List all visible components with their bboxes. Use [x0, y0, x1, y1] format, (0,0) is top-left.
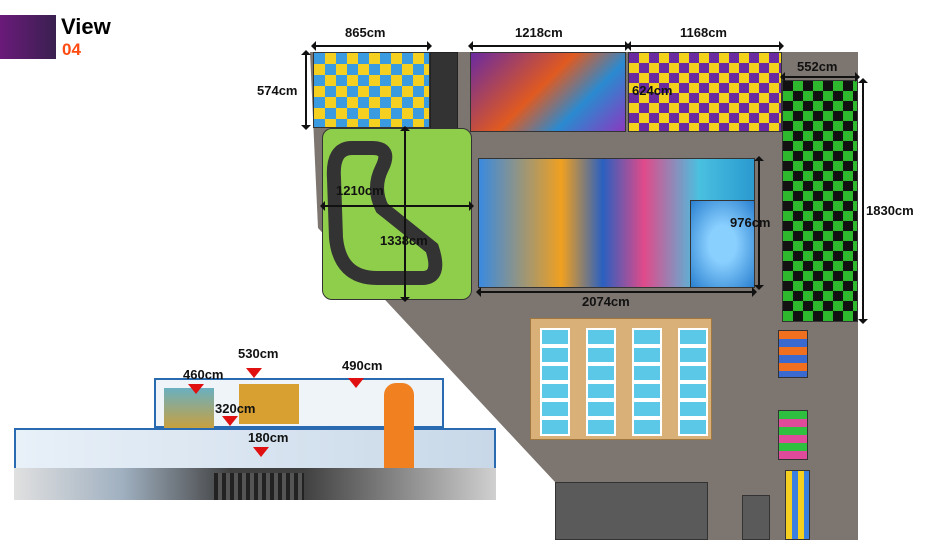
dim-top-left-height: 574cm — [257, 83, 298, 98]
dim-right-zone-width: 552cm — [797, 59, 838, 74]
elevation-view — [14, 378, 496, 500]
height-marker-490 — [348, 378, 364, 388]
dim-line-top-right — [626, 41, 784, 51]
height-530: 530cm — [238, 346, 279, 361]
dim-track-height: 1338cm — [380, 233, 428, 248]
view-title: View — [61, 14, 111, 39]
dim-line-track-height — [400, 126, 410, 302]
bench-green — [778, 410, 808, 460]
zone-ninja-course — [782, 80, 858, 322]
storage-block — [555, 482, 708, 540]
table — [678, 346, 708, 364]
dim-track-width: 1210cm — [336, 183, 384, 198]
dim-line-main-height — [754, 156, 764, 290]
height-320: 320cm — [215, 401, 256, 416]
table — [540, 346, 570, 364]
height-marker-320 — [222, 416, 238, 426]
view-number: 04 — [62, 40, 81, 59]
dim-top-right-width: 1168cm — [680, 25, 727, 40]
table — [586, 364, 616, 382]
table — [632, 418, 662, 436]
table — [678, 418, 708, 436]
table — [586, 400, 616, 418]
dim-main-height: 976cm — [730, 215, 771, 230]
table — [678, 364, 708, 382]
table — [632, 328, 662, 346]
dim-line-main-width — [476, 287, 757, 297]
height-180: 180cm — [248, 430, 289, 445]
zone-ball-pool — [690, 200, 755, 288]
table — [586, 346, 616, 364]
table — [678, 400, 708, 418]
dim-line-track-width — [320, 201, 474, 211]
height-marker-180 — [253, 447, 269, 457]
table — [586, 328, 616, 346]
race-track — [326, 141, 443, 285]
dim-line-right-height — [858, 78, 868, 324]
table — [632, 364, 662, 382]
table — [632, 382, 662, 400]
bench-orange — [778, 330, 808, 378]
table — [678, 328, 708, 346]
table — [632, 400, 662, 418]
table — [540, 400, 570, 418]
table — [678, 382, 708, 400]
table — [540, 382, 570, 400]
dim-top-middle-width: 1218cm — [515, 25, 563, 40]
dim-line-top-left — [311, 41, 432, 51]
table — [540, 418, 570, 436]
storage-block-small — [742, 495, 770, 540]
table — [632, 346, 662, 364]
dim-main-width: 2074cm — [582, 294, 630, 309]
table — [540, 328, 570, 346]
table — [586, 418, 616, 436]
dim-right-zone-height: 1830cm — [866, 203, 914, 218]
height-marker-460 — [188, 384, 204, 394]
table — [540, 364, 570, 382]
zone-checker-play — [628, 52, 782, 132]
height-460: 460cm — [183, 367, 224, 382]
dim-line-left-height — [301, 50, 311, 130]
dim-top-left-width: 865cm — [345, 25, 386, 40]
view-color-block — [0, 15, 56, 59]
bench-yellow — [785, 470, 810, 540]
dim-line-top-middle — [468, 41, 630, 51]
height-marker-530 — [246, 368, 262, 378]
height-490: 490cm — [342, 358, 383, 373]
zone-toddler-area — [313, 52, 430, 128]
zone-soft-play — [470, 52, 626, 132]
dim-top-right-height: 624cm — [632, 83, 673, 98]
table — [586, 382, 616, 400]
dim-line-right-width — [780, 72, 860, 82]
